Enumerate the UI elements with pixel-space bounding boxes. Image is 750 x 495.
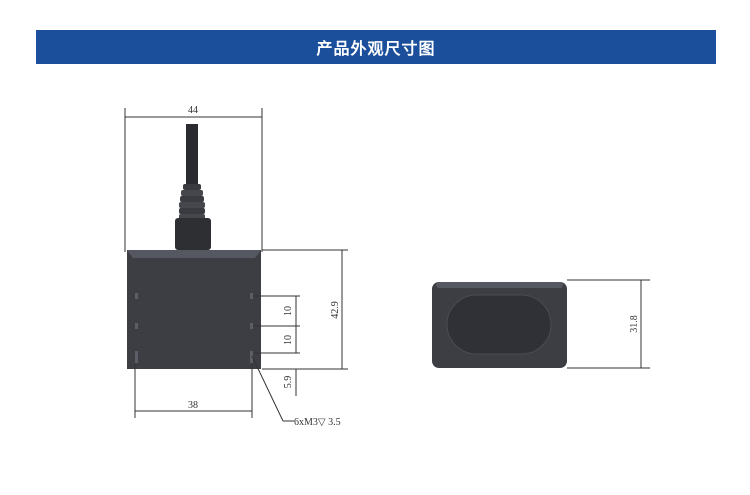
dimension-hole-spacing: 10 10 5.9 [254,295,300,396]
hole-note-leader: 6xM3▽ 3.5 [251,355,341,428]
dim-label-hole-offset: 5.9 [283,376,294,389]
dim-label-side-height: 31.8 [629,315,640,333]
side-body-top-edge [436,282,563,288]
sensor-body [127,250,261,369]
side-window [446,294,552,355]
hole-note-label: 6xM3▽ 3.5 [294,417,341,428]
dim-label-hole-spacing-2: 10 [283,335,294,345]
front-view: 44 42.9 10 10 5.9 38 [124,105,348,428]
dim-label-body-height: 42.9 [330,301,341,319]
body-top-bevel [127,250,261,258]
cable-gland-nut [175,218,211,250]
dimension-body-height: 42.9 [262,249,348,370]
side-view: 31.8 [432,279,650,369]
cable-gland-ribs [179,184,205,220]
section-title: 产品外观尺寸图 [316,39,436,58]
dimension-bottom-width: 38 [134,364,253,418]
mounting-hole-marks [135,293,253,363]
dimension-top-width: 44 [124,105,263,252]
dimension-side-height: 31.8 [567,279,650,369]
dim-label-top-width: 44 [188,105,198,116]
cable [186,124,198,186]
dim-label-bottom-width: 38 [188,400,198,411]
dim-label-hole-spacing-1: 10 [283,306,294,316]
section-title-banner: 产品外观尺寸图 [36,30,716,64]
